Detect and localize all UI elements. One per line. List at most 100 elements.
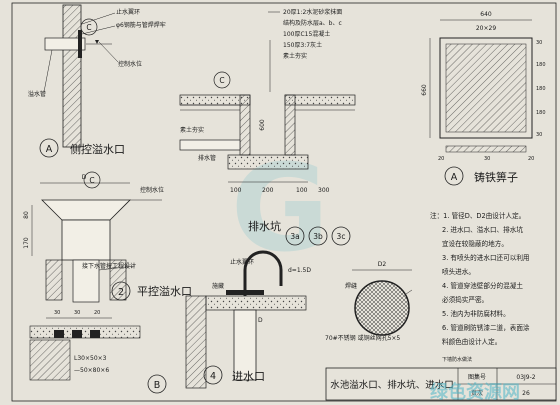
angle-steel	[72, 330, 82, 338]
right-dim-3: 180	[536, 86, 546, 92]
ref-3c: 3c	[337, 232, 346, 241]
pit-base	[227, 154, 309, 170]
dim-far: 300	[318, 187, 330, 194]
section-mark	[213, 71, 231, 89]
detail-side-overflow: 止水翼环 φ6钢筋与管焊焊牢 控制水位 溢水管 C A 侧控溢水口	[28, 4, 166, 158]
detail-number-bubble	[111, 281, 131, 301]
label-water-level: 控制水位	[118, 60, 142, 68]
drain-down-pipe	[72, 259, 100, 303]
leader-line	[98, 41, 119, 63]
slab-left	[179, 94, 251, 106]
flat-overflow-title: 平控溢水口	[137, 284, 192, 298]
right-dim-4: 180	[536, 110, 546, 116]
label-mesh: 70#不锈钢 或铜丝网孔5×5	[325, 334, 400, 342]
right-dim-5: 30	[536, 132, 542, 138]
note-line: 必须捣实严密。	[442, 295, 488, 304]
leader-line	[81, 12, 116, 25]
watermark-text: 绿色资源网	[430, 381, 520, 403]
drain-pit-title: 排水坑	[248, 219, 281, 233]
grating-section	[445, 145, 527, 153]
label-angle-1: L30×50×3	[74, 355, 107, 362]
grating-slots	[445, 43, 527, 133]
label-drain-pipe: 排水管	[198, 154, 216, 162]
detail-angle-frame: 30 30 20 L30×50×3 —50×80×6 B	[29, 310, 167, 394]
slab-left	[45, 259, 63, 301]
detail-bubble	[39, 138, 59, 158]
inlet-title: 进水口	[232, 370, 265, 383]
detail-bubble-text: B	[154, 380, 161, 391]
note-tail: 下墙防水做法	[442, 356, 472, 363]
grating-outline	[439, 37, 533, 139]
ref-bubble-3b	[308, 226, 328, 246]
note-line: 3. 有喷头的进水口还可以利用	[442, 253, 530, 262]
drain-pipe	[179, 139, 241, 151]
note-line: 料颜色由设计人定。	[442, 337, 501, 346]
stop-ring	[78, 30, 82, 58]
note-line: 喷头进水。	[442, 267, 475, 276]
detail-grating: 640 20×29 660 30 180 180 180 30 20 30 20…	[421, 11, 546, 186]
right-dim-2: 180	[536, 62, 546, 68]
leader-line	[405, 289, 413, 295]
detail-bubble-text: A	[46, 144, 53, 155]
label-pipe: 接下水管按工程设计	[82, 262, 136, 270]
frame-slab	[29, 325, 141, 339]
leader-line	[98, 265, 136, 271]
angle-steel	[54, 330, 64, 338]
note-line: 宜设在较隐蔽的地方。	[442, 239, 508, 248]
pit-wall-left	[239, 94, 251, 156]
stop-ring	[226, 290, 264, 295]
frame-dim-3: 20	[94, 310, 100, 316]
layer-3: 100厚C15混凝土	[283, 30, 330, 38]
label-water-level: 控制水位	[140, 186, 164, 194]
overflow-funnel	[41, 199, 131, 221]
note-line: 注：1. 管径D、D2由设计人定。	[430, 211, 525, 220]
sheet-title: 水池溢水口、排水坑、进水口	[330, 379, 454, 391]
section-mark-text: C	[89, 176, 94, 185]
leader-line	[81, 25, 116, 35]
dim-D2: D2	[378, 261, 387, 268]
note-line: 6. 管道刷防锈漆二道，表面涂	[442, 323, 530, 332]
overflow-body	[61, 219, 111, 261]
slab-right	[284, 94, 356, 106]
right-dim-1: 30	[536, 40, 542, 46]
atlas-number: 03J9-2	[516, 374, 535, 381]
strainer-mesh	[354, 280, 410, 336]
title-block: 水池溢水口、排水坑、进水口 图集号 03J9-2 页次 26	[325, 367, 557, 401]
section-mark-text: C	[86, 23, 91, 32]
section-mark	[83, 171, 101, 189]
angle-steel	[90, 330, 100, 338]
dim-600: 600	[259, 119, 266, 131]
dim-660: 660	[421, 84, 428, 96]
label-diameter: d=1.5D	[288, 267, 311, 274]
gooseneck-pipe	[243, 250, 283, 296]
label-overflow-pipe: 溢水管	[28, 90, 46, 98]
section-mark-text: C	[219, 76, 224, 85]
layer-5: 素土夯实	[283, 52, 307, 60]
notes-block: 注：1. 管径D、D2由设计人定。 2. 进水口、溢水口、排水坑 宜设在较隐蔽的…	[430, 211, 530, 363]
label-pipe-face: 施藏	[212, 282, 224, 290]
dim-left: 100	[230, 187, 242, 194]
frame-dim-1: 30	[54, 310, 60, 316]
note-line: 5. 池内为非防腐材料。	[442, 309, 510, 318]
dim-center: 200	[262, 187, 274, 194]
page-label: 页次	[471, 389, 483, 397]
note-line: 4. 管道穿池壁部分的混凝土	[442, 281, 523, 290]
detail-number-bubble	[203, 365, 223, 385]
sheet-frame	[11, 2, 557, 402]
frame-wall	[29, 339, 71, 381]
ref-3a: 3a	[290, 232, 299, 241]
layer-2: 结构及防水层a、b、c	[283, 19, 342, 27]
layer-1: 20厚1:2水泥砂浆抹面	[283, 8, 342, 16]
detail-strainer: D2 焊缝 70#不锈钢 或铜丝网孔5×5	[325, 261, 413, 342]
ref-bubble-3a	[285, 226, 305, 246]
detail-number: 2	[118, 287, 124, 298]
bottom-dim-1: 20	[438, 156, 444, 162]
dim-right: 100	[296, 187, 308, 194]
page-number: 26	[522, 390, 530, 397]
detail-flat-overflow: D C 控制水位 80 170 接下水管按工程设计 2 平控溢水口	[23, 171, 192, 303]
bottom-dim-3: 20	[528, 156, 534, 162]
ref-3b: 3b	[313, 232, 323, 241]
leader-line	[43, 49, 53, 93]
grating-title: 铸铁箅子	[474, 170, 518, 184]
